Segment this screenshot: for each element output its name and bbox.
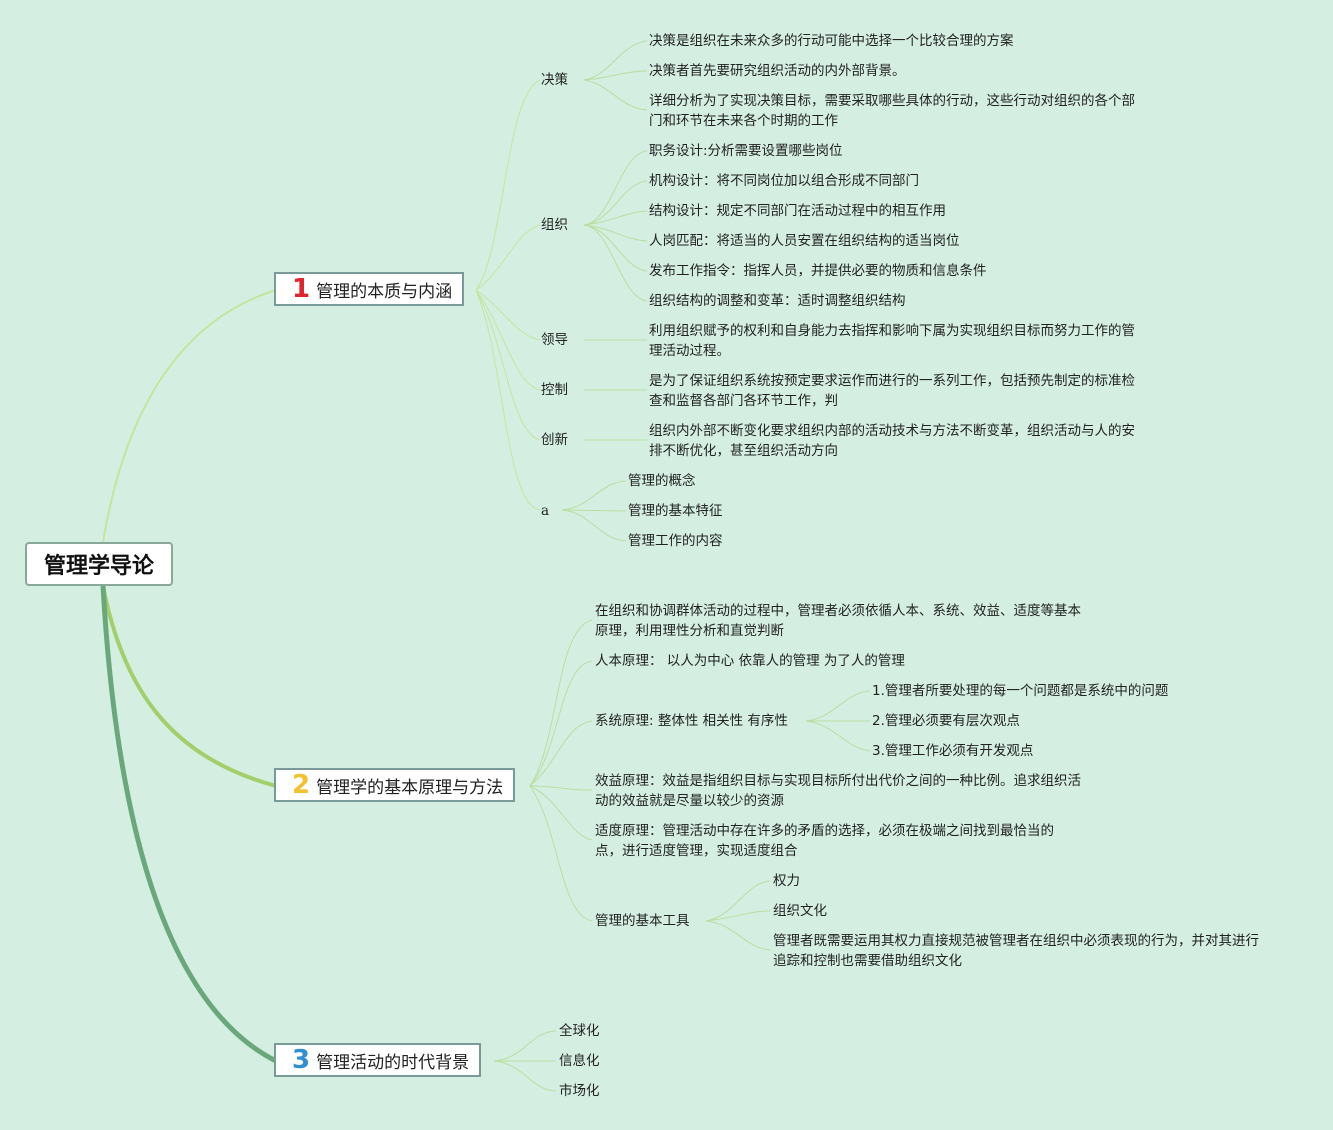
branch-1-topic[interactable]: 1 管理的本质与内涵	[274, 272, 465, 306]
organize-item[interactable]: 结构设计：规定不同部门在活动过程中的相互作用	[649, 203, 946, 219]
principle-moderation[interactable]: 适度原理：管理活动中存在许多的矛盾的选择，必须在极端之间找到最恰当的点，进行适度…	[595, 823, 1054, 859]
organize-item[interactable]: 职务设计:分析需要设置哪些岗位	[649, 143, 843, 159]
system-item[interactable]: 3.管理工作必须有开发观点	[872, 743, 1034, 759]
topic-control[interactable]: 控制	[541, 382, 568, 398]
number-2-icon: 2	[292, 770, 311, 800]
root-topic-label: 管理学导论	[43, 554, 154, 579]
era-item[interactable]: 全球化	[559, 1023, 600, 1039]
management-tools[interactable]: 管理的基本工具	[595, 913, 690, 929]
branch-3-topic[interactable]: 3 管理活动的时代背景	[274, 1043, 482, 1077]
tools-item[interactable]: 权力	[773, 873, 800, 889]
era-item[interactable]: 市场化	[559, 1083, 600, 1099]
tools-item[interactable]: 管理者既需要运用其权力直接规范被管理者在组织中必须表现的行为，并对其进行追踪和控…	[773, 933, 1259, 969]
topic-innovate[interactable]: 创新	[541, 432, 568, 448]
branch-2-topic[interactable]: 2 管理学的基本原理与方法	[274, 768, 516, 802]
branch-3-label: 管理活动的时代背景	[316, 1052, 470, 1073]
topic-decision[interactable]: 决策	[541, 72, 568, 88]
a-item[interactable]: 管理工作的内容	[628, 533, 723, 549]
number-3-icon: 3	[292, 1045, 311, 1075]
topic-organize[interactable]: 组织	[541, 217, 568, 233]
root-topic[interactable]: 管理学导论	[25, 542, 173, 586]
a-item[interactable]: 管理的概念	[628, 473, 696, 489]
tools-item[interactable]: 组织文化	[773, 903, 827, 919]
organize-item[interactable]: 发布工作指令：指挥人员，并提供必要的物质和信息条件	[649, 263, 987, 279]
lead-item[interactable]: 利用组织赋予的权利和自身能力去指挥和影响下属为实现组织目标而努力工作的管理活动过…	[649, 323, 1135, 359]
principle-intro[interactable]: 在组织和协调群体活动的过程中，管理者必须依循人本、系统、效益、适度等基本原理，利…	[595, 603, 1081, 639]
decision-item[interactable]: 决策者首先要研究组织活动的内外部背景。	[649, 63, 906, 79]
principle-efficiency[interactable]: 效益原理：效益是指组织目标与实现目标所付出代价之间的一种比例。追求组织活动的效益…	[595, 773, 1081, 809]
number-1-icon: 1	[292, 274, 311, 304]
system-item[interactable]: 2.管理必须要有层次观点	[872, 713, 1020, 729]
organize-item[interactable]: 组织结构的调整和变革：适时调整组织结构	[649, 293, 906, 309]
decision-item[interactable]: 详细分析为了实现决策目标，需要采取哪些具体的行动，这些行动对组织的各个部门和环节…	[649, 93, 1135, 129]
organize-item[interactable]: 人岗匹配：将适当的人员安置在组织结构的适当岗位	[649, 233, 960, 249]
control-item[interactable]: 是为了保证组织系统按预定要求运作而进行的一系列工作，包括预先制定的标准检查和监督…	[649, 373, 1135, 409]
a-item[interactable]: 管理的基本特征	[628, 503, 723, 519]
principle-system[interactable]: 系统原理: 整体性 相关性 有序性	[595, 713, 788, 729]
topic-a[interactable]: a	[541, 503, 550, 519]
principle-human[interactable]: 人本原理： 以人为中心 依靠人的管理 为了人的管理	[595, 653, 905, 669]
organize-item[interactable]: 机构设计：将不同岗位加以组合形成不同部门	[649, 173, 919, 189]
innovate-item[interactable]: 组织内外部不断变化要求组织内部的活动技术与方法不断变革，组织活动与人的安排不断优…	[649, 423, 1135, 459]
branch-1-label: 管理的本质与内涵	[316, 281, 453, 302]
topic-lead[interactable]: 领导	[541, 332, 568, 348]
system-item[interactable]: 1.管理者所要处理的每一个问题都是系统中的问题	[872, 683, 1169, 699]
decision-item[interactable]: 决策是组织在未来众多的行动可能中选择一个比较合理的方案	[649, 33, 1014, 49]
era-item[interactable]: 信息化	[559, 1053, 600, 1069]
branch-2-label: 管理学的基本原理与方法	[316, 777, 504, 798]
